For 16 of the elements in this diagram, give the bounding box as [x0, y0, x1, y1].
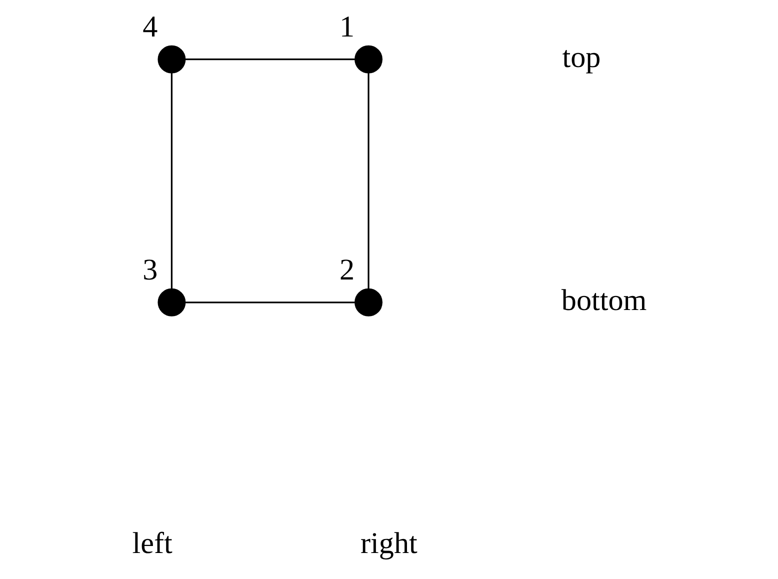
node-label: 4 — [142, 10, 158, 44]
connector — [184, 302, 354, 304]
node-circle — [157, 45, 186, 74]
node-circle — [354, 288, 382, 316]
node-circle — [354, 45, 382, 74]
label: bottom — [560, 282, 646, 317]
node-label: 3 — [142, 252, 158, 287]
node-label: 2 — [338, 252, 354, 287]
label: left — [132, 526, 172, 560]
node-circle — [157, 288, 186, 316]
connector — [184, 58, 354, 60]
connector — [367, 73, 369, 289]
connector — [170, 73, 172, 289]
node-label: 1 — [338, 10, 354, 44]
label: right — [360, 526, 417, 560]
label: top — [562, 40, 600, 74]
